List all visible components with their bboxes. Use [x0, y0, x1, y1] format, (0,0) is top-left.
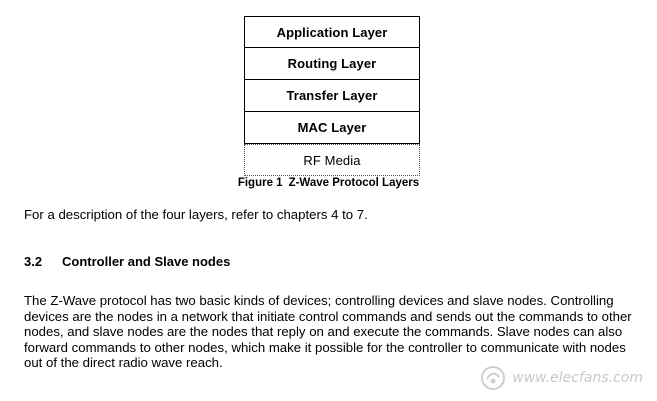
figure-caption-title: Z-Wave Protocol Layers: [288, 177, 420, 189]
section-title: Controller and Slave nodes: [62, 254, 231, 269]
section-body-paragraph: The Z-Wave protocol has two basic kinds …: [24, 293, 632, 370]
section-heading: 3.2 Controller and Slave nodes: [24, 254, 230, 269]
intro-paragraph: For a description of the four layers, re…: [24, 207, 368, 222]
routing-layer-box: Routing Layer: [244, 48, 420, 80]
figure-caption: Figure 1 Z-Wave Protocol Layers: [0, 177, 657, 189]
mac-layer-box: MAC Layer: [244, 112, 420, 144]
watermark-text: www.elecfans.com: [512, 370, 643, 386]
protocol-layer-diagram: Application Layer Routing Layer Transfer…: [244, 16, 420, 176]
figure-caption-label: Figure 1: [237, 177, 283, 189]
transfer-layer-box: Transfer Layer: [244, 80, 420, 112]
application-layer-box: Application Layer: [244, 16, 420, 48]
section-number: 3.2: [24, 254, 43, 269]
watermark: www.elecfans.com: [480, 365, 643, 391]
rf-media-box: RF Media: [244, 144, 420, 176]
elecfans-logo-icon: [481, 366, 506, 390]
